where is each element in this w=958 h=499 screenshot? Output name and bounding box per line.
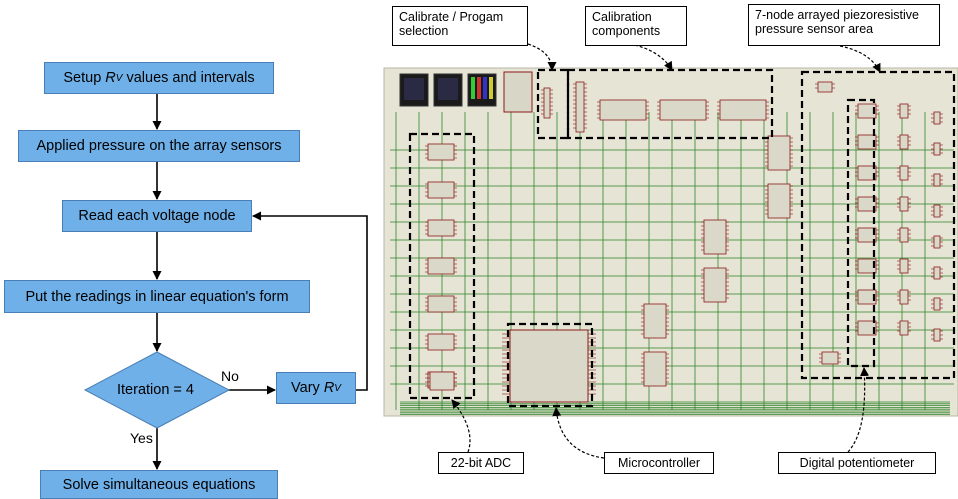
digipot-chip [857, 227, 877, 243]
adc-chip [427, 181, 455, 199]
decision-label: Iteration = 4 [117, 382, 194, 398]
callout-calibration-components: Calibration components [585, 6, 687, 46]
resistor [933, 297, 941, 311]
resistor [899, 134, 909, 150]
resistor [933, 328, 941, 342]
resistor [899, 289, 909, 305]
step-solve-text: Solve simultaneous equations [62, 476, 256, 493]
vary-text: Vary [291, 380, 324, 396]
arrow-vary-loop-to-read [252, 211, 368, 391]
resistor [933, 266, 941, 280]
digipot-chip [857, 258, 877, 274]
digipot-chip [857, 134, 877, 150]
resistor [933, 173, 941, 187]
step-applied-pressure: Applied pressure on the array sensors [18, 130, 300, 162]
callout-sensor-area: 7-node arrayed piezoresistive pressure s… [748, 4, 940, 46]
vary-sub: V [334, 382, 341, 394]
box-microcontroller [506, 322, 594, 408]
resistor [899, 258, 909, 274]
mux-chip [703, 219, 727, 255]
step-solve: Solve simultaneous equations [40, 470, 278, 499]
callout-digital-potentiometer: Digital potentiometer [778, 452, 936, 474]
connector-digipot [847, 367, 870, 453]
connector-sensor-area [839, 45, 881, 73]
step-applied-text: Applied pressure on the array sensors [36, 138, 282, 154]
digipot-chip [857, 289, 877, 305]
step-setup-text: Setup [63, 70, 106, 86]
calibration-chip [575, 81, 585, 133]
resistor [933, 142, 941, 156]
digipot-chip [857, 103, 877, 119]
connector-calib-components [629, 43, 673, 71]
callout-calibrate: Calibrate / Progam selection [392, 6, 528, 46]
adc-chip [427, 219, 455, 237]
calibration-chip [599, 99, 647, 121]
step-setup-after: values and intervals [122, 70, 255, 86]
connector-calibrate [527, 43, 557, 71]
callout-microcontroller: Microcontroller [604, 452, 714, 474]
mux-chip [767, 183, 791, 219]
edge-yes-label: Yes [130, 430, 153, 446]
digipot-chip [857, 320, 877, 336]
vary-var: R [323, 380, 335, 396]
box-adc [408, 132, 476, 400]
mux-chip [643, 303, 667, 339]
adc-chip [427, 143, 455, 161]
resistor [899, 165, 909, 181]
resistor [899, 227, 909, 243]
resistor [933, 204, 941, 218]
adc-chip [429, 371, 455, 391]
step-read-text: Read each voltage node [78, 208, 236, 224]
decision-diamond [83, 351, 231, 429]
resistor [817, 81, 833, 93]
digipot-chip [857, 196, 877, 212]
callout-adc: 22-bit ADC [438, 452, 524, 474]
connector-mcu [552, 407, 605, 459]
calibration-chip [659, 99, 707, 121]
resistor [899, 103, 909, 119]
mux-chip [643, 351, 667, 387]
lcd-displays [399, 71, 533, 113]
edge-no-label: No [221, 368, 239, 384]
mux-chip [703, 267, 727, 303]
step-linear-text: Put the readings in linear equation's fo… [25, 288, 289, 305]
resistor [821, 351, 839, 365]
step-setup-sub: V [115, 72, 123, 84]
microcontroller-chip [509, 329, 589, 403]
box-digital-potentiometer [846, 98, 876, 368]
resistor [899, 320, 909, 336]
switch [543, 87, 551, 119]
digipot-chip [857, 165, 877, 181]
resistor [899, 196, 909, 212]
resistor [933, 111, 941, 125]
adc-chip [427, 295, 455, 313]
step-read-voltage: Read each voltage node [62, 200, 252, 232]
box-sensor-area [800, 70, 956, 380]
step-linear-equation: Put the readings in linear equation's fo… [4, 280, 310, 313]
step-setup-var: R [105, 70, 116, 86]
connector-adc [451, 399, 471, 453]
mux-chip [767, 135, 791, 171]
resistor [933, 235, 941, 249]
calibration-chip [719, 99, 767, 121]
adc-chip [427, 257, 455, 275]
adc-chip [427, 333, 455, 351]
